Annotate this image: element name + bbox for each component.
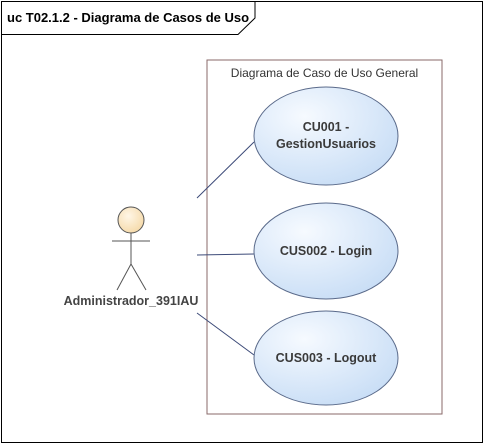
use-case-ellipse[interactable] <box>253 86 399 186</box>
use-case-label: GestionUsuarios <box>276 137 376 151</box>
actor-right-leg <box>130 263 147 291</box>
association-line-login[interactable] <box>196 253 255 256</box>
stick-figure-actor-icon <box>112 206 150 291</box>
system-boundary-title: Diagrama de Caso de Uso General <box>231 66 418 80</box>
frame-title: uc T02.1.2 - Diagrama de Casos de Uso <box>7 10 249 25</box>
actor-head <box>117 206 145 234</box>
use-case-label: CUS003 - Logout <box>276 351 378 365</box>
actor-name: Administrador_391IAU <box>64 294 199 308</box>
use-case-ellipse[interactable] <box>253 310 399 406</box>
use-case-logout[interactable]: CUS003 - Logout <box>253 310 399 406</box>
frame-title-tab <box>1 1 256 35</box>
use-case-login[interactable]: CUS002 - Login <box>253 202 399 300</box>
actor-left-leg <box>116 263 132 291</box>
use-case-label: CUS002 - Login <box>280 244 372 258</box>
use-case-label: CU001 - <box>303 120 350 134</box>
use-case-gestion-usuarios[interactable]: CU001 - GestionUsuarios <box>253 86 399 186</box>
association-line-logout[interactable] <box>196 312 255 356</box>
use-case-ellipse[interactable] <box>253 202 399 300</box>
actor-administrador[interactable]: Administrador_391IAU <box>64 206 199 308</box>
system-boundary <box>206 59 443 415</box>
association-line-gestion-usuarios[interactable] <box>196 141 255 199</box>
